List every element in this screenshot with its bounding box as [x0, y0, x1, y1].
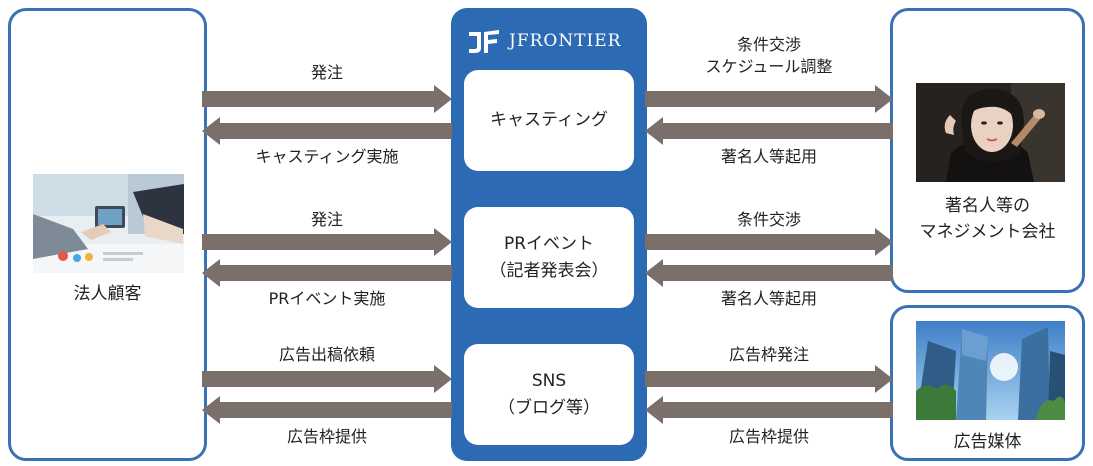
left-flow-3-to-label: 広告出稿依頼 — [278, 345, 375, 364]
service-pr-event-sublabel: （記者発表会） — [489, 260, 609, 281]
left-flow-2-from-label: PRイベント実施 — [268, 289, 386, 308]
left-flow-1-to-label: 発注 — [310, 63, 343, 82]
right-flow-2-left-arrow — [645, 259, 893, 287]
media-box: 広告媒体 — [890, 305, 1085, 461]
right-flow-1-to-label-line2: スケジュール調整 — [705, 57, 833, 76]
left-flow-2-to-label: 発注 — [310, 210, 343, 229]
service-casting-label: キャスティング — [490, 110, 608, 130]
right-flow-3-from-label: 広告枠提供 — [728, 427, 809, 446]
media-label: 広告媒体 — [953, 432, 1022, 452]
left-flow-3-right-arrow — [202, 365, 452, 393]
company-logo-text: JFRONTIER — [509, 31, 622, 51]
service-casting: キャスティング — [464, 70, 634, 171]
company-logo: JFRONTIER — [467, 28, 622, 54]
business-meeting-photo — [33, 174, 184, 273]
left-flow-1-left-arrow — [202, 117, 452, 145]
management-label: 著名人等の マネジメント会社 — [893, 193, 1082, 245]
right-flow-2-to-label: 条件交渉 — [736, 210, 801, 229]
company-column: JFRONTIER キャスティング PRイベント （記者発表会） SNS （ブロ… — [451, 8, 647, 461]
right-flow-1-right-arrow — [645, 85, 893, 113]
right-flow-1-to-label-line1: 条件交渉 — [736, 35, 801, 54]
left-flow-1-from-label: キャスティング実施 — [255, 147, 399, 166]
left-flow-1-right-arrow — [202, 85, 452, 113]
left-flow-3-from-label: 広告枠提供 — [286, 427, 367, 446]
left-flow-3-left-arrow — [202, 396, 452, 424]
right-flow-1-to-label: 条件交渉 スケジュール調整 — [645, 34, 893, 78]
client-box: 法人顧客 — [8, 8, 207, 461]
management-label-line1: 著名人等の — [945, 196, 1030, 216]
left-flow-2-left-arrow — [202, 259, 452, 287]
service-sns-label: SNS — [531, 370, 567, 391]
right-flow-3-left-arrow — [645, 396, 893, 424]
right-flow-2-from-label: 著名人等起用 — [720, 289, 817, 308]
office-buildings-photo — [916, 321, 1065, 420]
right-flow-2-right-arrow — [645, 228, 893, 256]
service-sns-sublabel: （ブログ等） — [498, 397, 600, 418]
right-flow-3-right-arrow — [645, 365, 893, 393]
management-label-line2: マネジメント会社 — [919, 222, 1056, 242]
management-box: 著名人等の マネジメント会社 — [890, 8, 1085, 293]
service-pr-event: PRイベント （記者発表会） — [464, 207, 634, 308]
client-label: 法人顧客 — [73, 284, 142, 304]
service-sns: SNS （ブログ等） — [464, 344, 634, 445]
celebrity-woman-photo — [916, 83, 1065, 182]
right-flow-1-from-label: 著名人等起用 — [720, 147, 817, 166]
left-flow-2-right-arrow — [202, 228, 452, 256]
service-pr-event-label: PRイベント — [503, 233, 595, 254]
right-flow-1-left-arrow — [645, 117, 893, 145]
right-flow-3-to-label: 広告枠発注 — [728, 345, 809, 364]
jf-logo-icon — [469, 30, 499, 53]
